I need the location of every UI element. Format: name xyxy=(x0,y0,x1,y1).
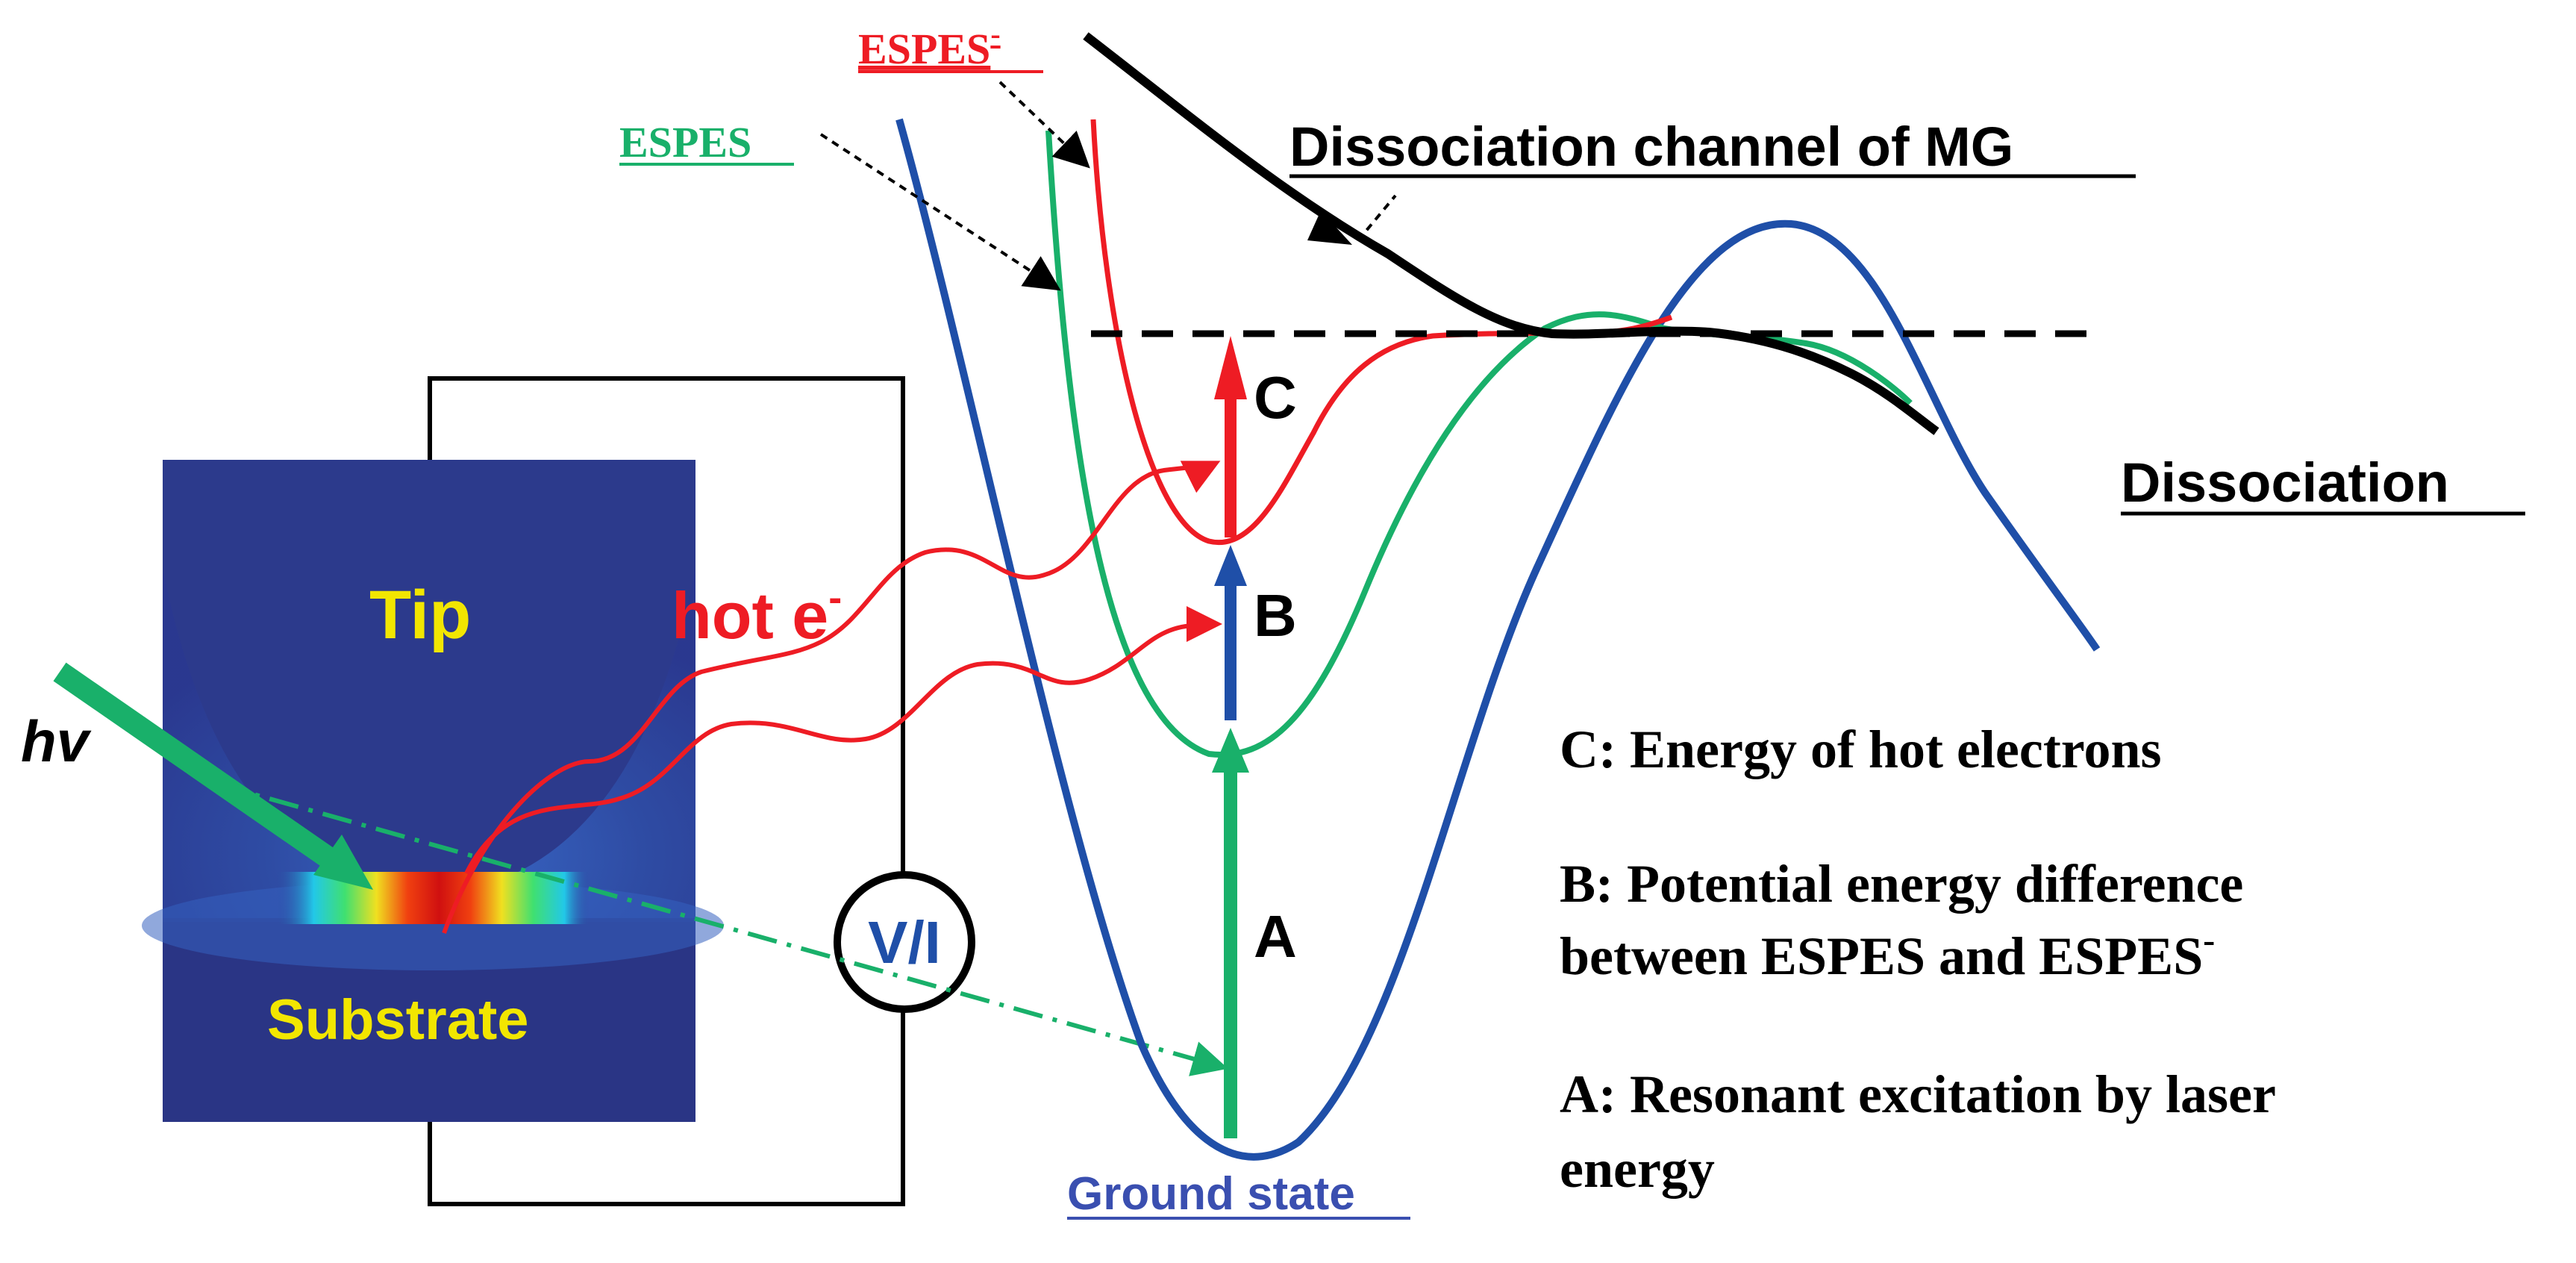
legend-b-line2: between ESPES and ESPES- xyxy=(1560,920,2215,986)
laser-path-line xyxy=(216,782,1228,1076)
dissociation-channel-pointer xyxy=(1357,194,1397,242)
hot-electron-path-1 xyxy=(442,461,1221,935)
field-halo xyxy=(163,567,695,918)
espes-minus-label: ESPES- xyxy=(858,17,1001,73)
ground-state-label: Ground state xyxy=(1067,1168,1355,1220)
meter-circle xyxy=(834,871,975,1013)
vi-label: V/I xyxy=(868,909,941,976)
espes-pointer xyxy=(819,133,1061,291)
legend-a-line1: A: Resonant excitation by laser xyxy=(1560,1064,2276,1124)
legend-c: C: Energy of hot electrons xyxy=(1560,720,2162,779)
dissociation-channel-curve xyxy=(1083,32,1939,435)
tip-substrate-block xyxy=(142,460,724,1122)
tip-label: Tip xyxy=(369,577,471,653)
arrow-a-label: A xyxy=(1254,903,1297,970)
vi-meter: V/I xyxy=(834,871,975,1013)
ground-state-curve xyxy=(895,118,2101,1161)
transition-arrow-c xyxy=(1214,336,1247,537)
dissociation-label: Dissociation xyxy=(2121,452,2449,514)
laser-beam xyxy=(53,662,373,890)
arrow-c-label: C xyxy=(1254,364,1297,431)
espes-label: ESPES xyxy=(619,118,751,166)
transition-arrow-a xyxy=(1212,728,1249,1138)
hv-label: hv xyxy=(21,708,92,774)
dissociation-arrowhead xyxy=(1307,210,1352,245)
hot-electron-path-2 xyxy=(464,606,1222,875)
legend-b-line1: B: Potential energy difference xyxy=(1560,854,2243,914)
legend-a-line2: energy xyxy=(1560,1139,1715,1199)
legend: C: Energy of hot electrons B: Potential … xyxy=(1560,720,2276,1199)
espes-minus-pointer xyxy=(998,81,1090,169)
dissociation-channel-label: Dissociation channel of MG xyxy=(1289,116,2013,178)
hot-electron-label: hot e- xyxy=(672,576,842,652)
arrow-b-label: B xyxy=(1254,582,1297,649)
hot-spot xyxy=(276,872,590,924)
circuit-wire xyxy=(428,376,905,1206)
substrate-label: Substrate xyxy=(267,988,529,1052)
transition-arrow-b xyxy=(1214,545,1247,720)
